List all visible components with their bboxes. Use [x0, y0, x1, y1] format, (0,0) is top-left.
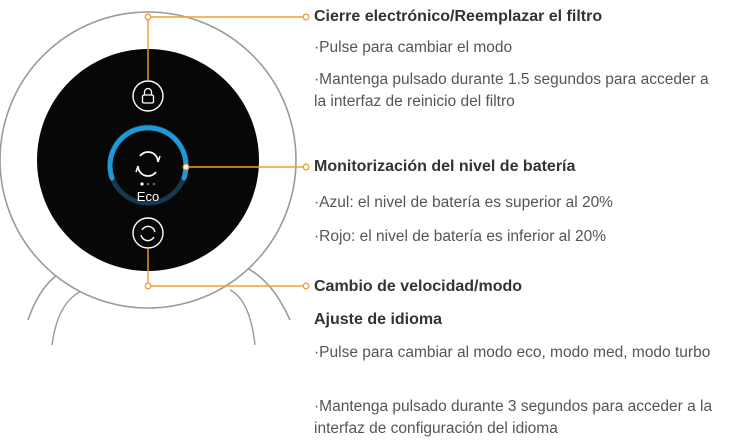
callout-battery-line-2: ·Rojo: el nivel de batería es inferior a… [314, 228, 607, 245]
lock-icon [141, 87, 155, 104]
callout-battery-line-1: ·Azul: el nivel de batería es superior a… [314, 194, 613, 211]
lock-button[interactable] [132, 80, 164, 112]
callout-lock-line-1: ·Pulse para cambiar el modo [314, 39, 513, 56]
callout-battery-title: Monitorización del nivel de batería [314, 158, 576, 175]
battery-ring [107, 125, 189, 181]
mode-button-icon [140, 225, 156, 242]
page-dots [140, 182, 156, 186]
callout-mode-title: Cambio de velocidad/modo [314, 278, 523, 295]
callout-lock-line-2: ·Mantenga pulsado durante 1.5 segundos p… [314, 71, 709, 110]
callout-mode-line-1: ·Pulse para cambiar al modo eco, modo me… [314, 344, 711, 361]
callout-dots [144, 13, 310, 290]
callout-mode-subtitle: Ajuste de idioma [314, 311, 443, 328]
device-screen [37, 49, 259, 271]
mode-cycle-icon [135, 151, 161, 177]
callout-mode-line-2: ·Mantenga pulsado durante 3 segundos par… [314, 398, 713, 437]
display-mode-label: Eco [137, 189, 159, 204]
callout-lock-title: Cierre electrónico/Reemplazar el filtro [314, 8, 603, 25]
device-neck [51, 289, 256, 346]
mode-button[interactable] [132, 217, 164, 249]
